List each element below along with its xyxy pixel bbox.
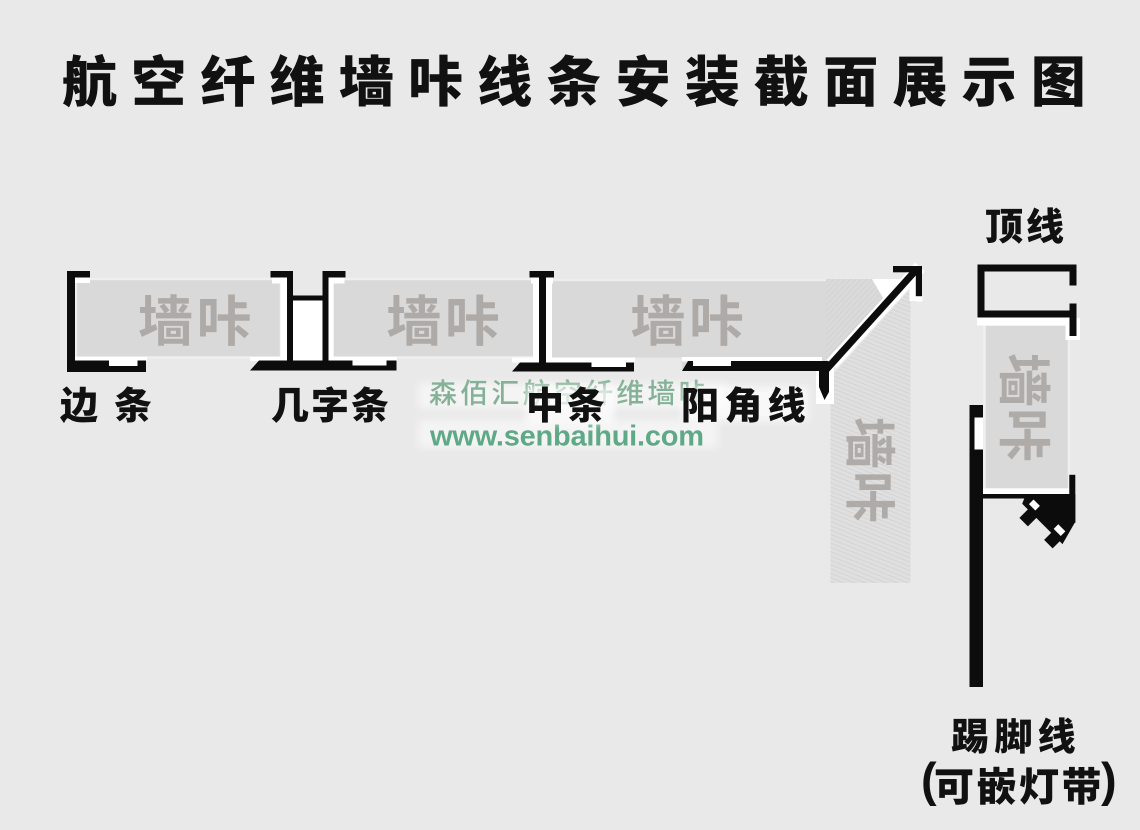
svg-text:): ) bbox=[1101, 753, 1117, 806]
svg-text:www.senbaihui.com: www.senbaihui.com bbox=[429, 421, 704, 453]
svg-text:(: ( bbox=[921, 753, 937, 806]
